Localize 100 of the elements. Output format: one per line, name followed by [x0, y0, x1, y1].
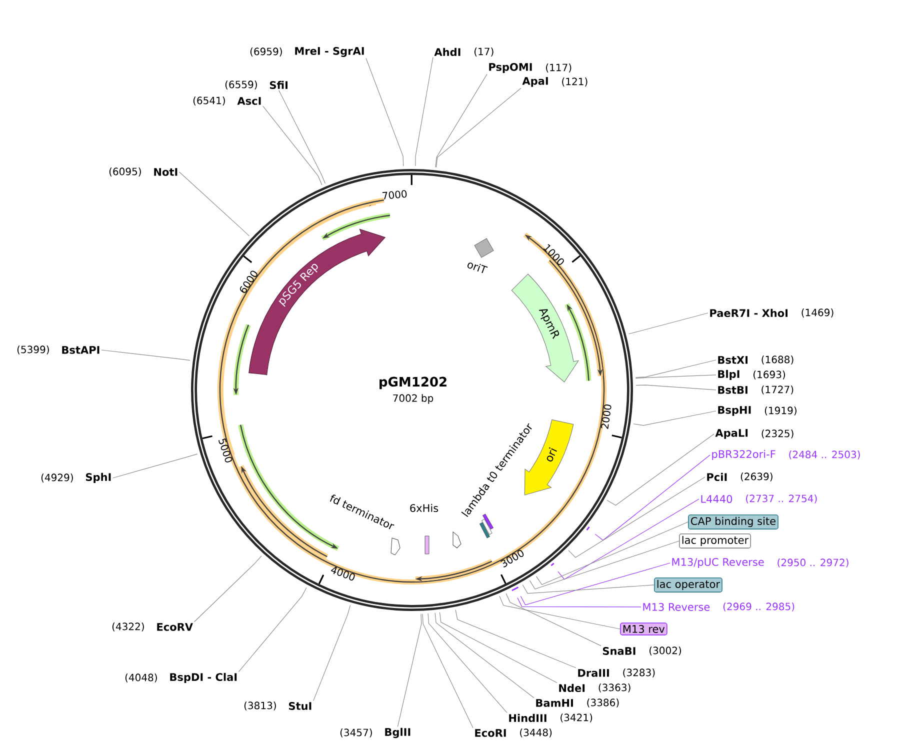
site-label: PciI: [707, 472, 727, 482]
leader-line: [536, 522, 688, 586]
position-label: (4929): [41, 474, 73, 482]
position-label: (1469): [802, 308, 834, 318]
leader-line: [628, 312, 708, 334]
site-label: BstBI: [718, 386, 748, 394]
site-label: SphI: [86, 472, 111, 484]
site-label: NdeI: [559, 684, 585, 692]
site-label: ApaLI: [715, 429, 748, 439]
primer-label: pBR322ori-F: [712, 450, 776, 460]
site-label: BspDI - ClaI: [170, 672, 237, 684]
site-label: BspHI: [718, 406, 751, 416]
site-label: BglII: [385, 728, 410, 738]
leader-line: [435, 74, 488, 168]
tick-label: 2000: [601, 404, 612, 429]
position-label: (3813): [244, 702, 276, 710]
tick-label: 4000: [330, 566, 355, 580]
plasmid-name: pGM1202: [380, 376, 446, 390]
leader-line: [635, 360, 716, 378]
leader-line: [179, 172, 250, 236]
leader-line: [415, 56, 434, 166]
site-label: BamHI: [536, 699, 573, 707]
position-label: (3386): [587, 698, 619, 708]
leader-line: [520, 562, 670, 606]
leader-line: [194, 556, 262, 622]
position-label: (3363): [598, 684, 630, 692]
leader-line: [366, 58, 404, 166]
site-label: SnaBI: [602, 647, 636, 655]
position-label: (117): [546, 64, 572, 72]
site-label: BlpI: [718, 370, 740, 380]
feature-label: 6xHis: [410, 504, 438, 512]
site-label: StuI: [288, 702, 312, 710]
position-label: (1693): [754, 370, 786, 380]
leader-line: [238, 587, 307, 672]
position-label: (3283): [623, 668, 655, 678]
leader-line: [112, 454, 198, 478]
feature-label: lac operator: [654, 578, 722, 592]
leader-line: [529, 540, 680, 590]
leader-line: [101, 350, 190, 361]
position-label: (17): [474, 48, 494, 56]
leader-line: [635, 374, 716, 379]
position-label: (2639): [740, 472, 772, 482]
feature-label: lac promoter: [679, 534, 751, 548]
leader-line: [434, 612, 534, 698]
site-label: BstAPI: [62, 346, 100, 354]
position-label: (4048): [125, 674, 157, 682]
position-label: (3002): [650, 646, 682, 656]
leader-line: [439, 612, 558, 684]
position-label: (4322): [112, 622, 144, 632]
tick-label: 5000: [218, 438, 232, 462]
position-label: (6095): [109, 168, 141, 176]
leader-line: [428, 613, 508, 714]
position-label: (6559): [225, 80, 257, 90]
primer-label: M13/pUC Reverse: [672, 558, 764, 568]
position-label: (2325): [762, 430, 794, 438]
site-label: PspOMI: [489, 63, 532, 73]
leader-line: [499, 596, 620, 630]
primer-label: L4440: [701, 495, 732, 503]
position-label: (6959): [250, 48, 282, 56]
position-label: (3421): [560, 714, 592, 722]
site-label: EcoRI: [475, 729, 506, 737]
position-label: (3457): [340, 728, 372, 738]
leader-line: [436, 88, 522, 168]
site-label: NotI: [154, 168, 178, 176]
leader-line: [397, 614, 422, 727]
leader-line: [506, 593, 602, 646]
leader-line: [522, 584, 654, 594]
site-label: SfiI: [270, 80, 288, 90]
position-label: (3448): [520, 728, 552, 738]
leader-line: [455, 609, 576, 668]
site-label: HindIII: [509, 714, 546, 722]
position-label: (2969 .. 2985): [723, 602, 794, 612]
leader-line: [594, 454, 710, 541]
leader-line: [262, 106, 322, 186]
position-label: (2484 .. 2503): [789, 450, 860, 460]
leader-line: [422, 613, 474, 728]
plasmid-size: 7002 bp: [393, 394, 434, 404]
tick-label: 7000: [382, 190, 407, 200]
position-label: (1727): [762, 386, 794, 394]
leader-line: [633, 410, 716, 426]
position-label: (6541): [193, 96, 225, 106]
feature-label: M13 rev: [620, 622, 668, 636]
site-label: DraIII: [578, 669, 609, 677]
leader-line: [517, 597, 642, 608]
leader-line: [636, 384, 716, 390]
leader-line: [568, 476, 706, 558]
leader-line: [606, 434, 714, 506]
leader-line: [558, 498, 700, 580]
position-label: (121): [562, 78, 588, 86]
position-label: (1919): [764, 406, 796, 416]
position-label: (5399): [17, 346, 49, 354]
position-label: (2950 .. 2972): [778, 558, 848, 568]
site-label: AhdI: [434, 48, 460, 56]
leader-line: [278, 90, 326, 184]
primer-label: M13 Reverse: [643, 603, 710, 611]
position-label: (2737 .. 2754): [746, 494, 817, 504]
site-label: MreI - SgrAI: [295, 46, 364, 57]
site-label: PaeR7I - XhoI: [710, 308, 788, 318]
feature-label: oriT: [468, 262, 488, 274]
position-label: (1688): [762, 356, 794, 364]
